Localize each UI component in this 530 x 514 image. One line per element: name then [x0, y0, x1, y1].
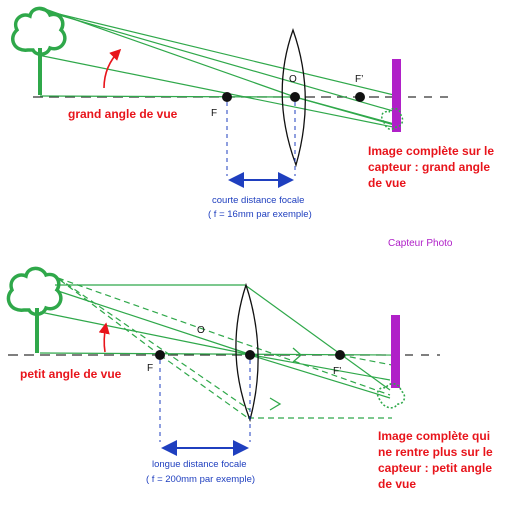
converging-lens [281, 28, 306, 168]
center-label: O [289, 74, 297, 85]
light-rays-dashed [57, 277, 393, 419]
angle-arc [98, 322, 110, 353]
result-line3: de vue [368, 176, 406, 190]
focus-label: F [147, 363, 153, 374]
focus-prime-label: F’ [355, 74, 363, 85]
focus-label: F [211, 108, 217, 119]
focus-point [222, 92, 232, 102]
image-tree-icon [381, 107, 404, 131]
ray-direction-arrow [269, 397, 282, 411]
photo-sensor [391, 315, 400, 388]
narrow-angle-diagram: petit angle de vue F O F’ longue distanc… [6, 266, 493, 491]
tree-icon [11, 6, 67, 95]
ray-direction-arrow [292, 347, 302, 363]
image-tree-icon [376, 382, 406, 409]
light-rays [37, 8, 401, 129]
result-line1: Image complète qui [378, 429, 490, 443]
result-line4: de vue [378, 477, 416, 491]
angle-arc [103, 48, 122, 89]
focal-caption-line2: ( f = 16mm par exemple) [208, 209, 312, 220]
result-line3: capteur : petit angle [378, 461, 492, 475]
center-label: O [197, 325, 205, 336]
result-line2: ne rentre plus sur le [378, 445, 493, 459]
optical-center-point [245, 350, 255, 360]
sensor-label: Capteur Photo [388, 238, 453, 249]
focus-point [155, 350, 165, 360]
focus-prime-point [335, 350, 345, 360]
focus-prime-point [355, 92, 365, 102]
focal-caption-line2: ( f = 200mm par exemple) [146, 474, 255, 485]
focus-prime-label: F’ [333, 366, 341, 377]
result-line1: Image complète sur le [368, 144, 494, 158]
wide-angle-diagram: grand angle de vue F O F’ courte distanc… [11, 6, 494, 220]
result-line2: capteur : grand angle [368, 160, 490, 174]
wide-angle-label: grand angle de vue [68, 107, 178, 121]
focal-caption-line1: longue distance focale [152, 459, 247, 470]
focal-caption-line1: courte distance focale [212, 195, 304, 206]
narrow-angle-label: petit angle de vue [20, 367, 122, 381]
optical-center-point [290, 92, 300, 102]
photo-sensor [392, 59, 401, 132]
tree-icon [6, 266, 63, 353]
